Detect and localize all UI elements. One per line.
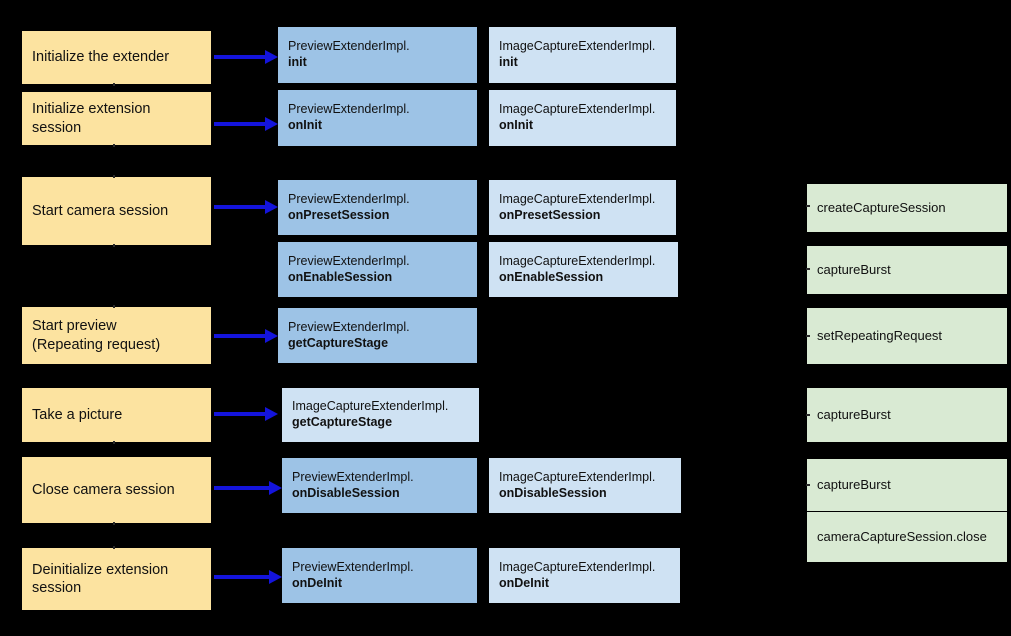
class-name: PreviewExtenderImpl. [288,191,410,206]
class-name: ImageCaptureExtenderImpl. [499,102,656,117]
image-capture-extender-box-init: ImageCaptureExtenderImpl. init [489,27,676,83]
class-name: PreviewExtenderImpl. [288,253,410,268]
class-name: ImageCaptureExtenderImpl. [499,253,656,268]
connector-tick [113,144,115,147]
class-name: PreviewExtenderImpl. [292,469,414,484]
arrow-head [265,50,278,64]
class-name: PreviewExtenderImpl. [288,39,410,54]
connector-tick [806,205,810,207]
image-capture-extender-box-onpresetsession: ImageCaptureExtenderImpl. onPresetSessio… [489,180,676,235]
method-name: onEnableSession [288,269,393,284]
connector-tick [113,522,115,525]
preview-extender-box-getcapturestage: PreviewExtenderImpl. getCaptureStage [278,308,477,363]
method-name: onDisableSession [292,485,400,500]
connector-tick [113,441,115,444]
connector-tick [113,83,115,86]
method-name: getCaptureStage [292,415,393,429]
stage-box-initialize-the-extender: Initialize the extender [22,31,211,84]
arrow-head [269,481,282,495]
stage-box-start-preview: Start preview (Repeating request) [22,307,211,364]
api-label: captureBurst [817,406,891,422]
class-name: ImageCaptureExtenderImpl. [292,399,449,414]
preview-extender-box-onenablesession: PreviewExtenderImpl. onEnableSession [278,242,477,297]
api-label: createCaptureSession [817,199,946,215]
api-label: setRepeatingRequest [817,327,943,343]
api-label: cameraCaptureSession.close [817,528,987,544]
method-name: init [288,55,307,69]
api-label: captureBurst [817,476,891,492]
arrow-shaft [214,334,265,338]
method-name: onEnableSession [499,269,604,284]
preview-extender-box-onpresetsession: PreviewExtenderImpl. onPresetSession [278,180,477,235]
image-capture-extender-box-ondeinit: ImageCaptureExtenderImpl. onDeInit [489,548,680,603]
connector-tick [806,484,810,486]
stage-box-initialize-extension-session: Initialize extension session [22,92,211,145]
method-name: onDeInit [292,575,342,590]
connector-tick [113,244,115,247]
stage-box-deinitialize-extension-session: Deinitialize extension session [22,548,211,610]
api-box-captureburst-2: captureBurst [807,388,1007,442]
image-capture-extender-box-oninit: ImageCaptureExtenderImpl. onInit [489,90,676,146]
api-box-setrepeatingrequest: setRepeatingRequest [807,308,1007,364]
method-name: onInit [499,118,534,132]
stage-label: Initialize extension session [32,101,151,136]
api-box-createcapturesession: createCaptureSession [807,184,1007,232]
class-name: ImageCaptureExtenderImpl. [499,469,656,484]
class-name: ImageCaptureExtenderImpl. [499,191,656,206]
class-name: PreviewExtenderImpl. [288,102,410,117]
stage-box-start-camera-session: Start camera session [22,177,211,245]
stage-label: Take a picture [32,406,123,423]
stage-label: Close camera session [32,481,175,498]
preview-extender-box-oninit: PreviewExtenderImpl. onInit [278,90,477,146]
stage-box-take-a-picture: Take a picture [22,388,211,442]
preview-extender-box-ondeinit: PreviewExtenderImpl. onDeInit [282,548,477,603]
arrow-head [269,570,282,584]
arrow-shaft [214,55,265,59]
stage-label: Deinitialize extension session [32,561,169,596]
preview-extender-box-ondisablesession: PreviewExtenderImpl. onDisableSession [282,458,477,513]
stage-label: Start preview (Repeating request) [32,318,161,353]
method-name: onInit [288,118,323,132]
method-name: onDeInit [499,575,549,590]
connector-tick [806,414,810,416]
arrow-head [265,117,278,131]
api-box-cameracapturesession-close: cameraCaptureSession.close [807,512,1007,562]
image-capture-extender-box-ondisablesession: ImageCaptureExtenderImpl. onDisableSessi… [489,458,681,513]
stage-label: Initialize the extender [32,49,170,66]
connector-tick [806,268,810,270]
connector-tick [113,546,115,549]
arrow-head [265,407,278,421]
class-name: ImageCaptureExtenderImpl. [499,39,656,54]
arrow-head [265,329,278,343]
stage-box-close-camera-session: Close camera session [22,457,211,523]
api-label: captureBurst [817,261,891,277]
arrow-shaft [214,486,269,490]
method-name: onPresetSession [288,207,390,222]
connector-tick [113,175,115,178]
method-name: onPresetSession [499,207,601,222]
image-capture-extender-box-onenablesession: ImageCaptureExtenderImpl. onEnableSessio… [489,242,678,297]
arrow-head [265,200,278,214]
method-name: onDisableSession [499,485,607,500]
connector-tick [806,335,810,337]
connector-tick [113,305,115,308]
class-name: ImageCaptureExtenderImpl. [499,559,656,574]
image-capture-extender-box-getcapturestage: ImageCaptureExtenderImpl. getCaptureStag… [282,388,479,442]
arrow-shaft [214,122,265,126]
class-name: PreviewExtenderImpl. [288,319,410,334]
method-name: init [499,55,518,69]
api-box-captureburst-3: captureBurst [807,459,1007,511]
arrow-shaft [214,575,269,579]
arrow-shaft [214,412,265,416]
class-name: PreviewExtenderImpl. [292,559,414,574]
stage-label: Start camera session [32,202,169,219]
api-box-captureburst-1: captureBurst [807,246,1007,294]
preview-extender-box-init: PreviewExtenderImpl. init [278,27,477,83]
arrow-shaft [214,205,265,209]
method-name: getCaptureStage [288,335,389,350]
